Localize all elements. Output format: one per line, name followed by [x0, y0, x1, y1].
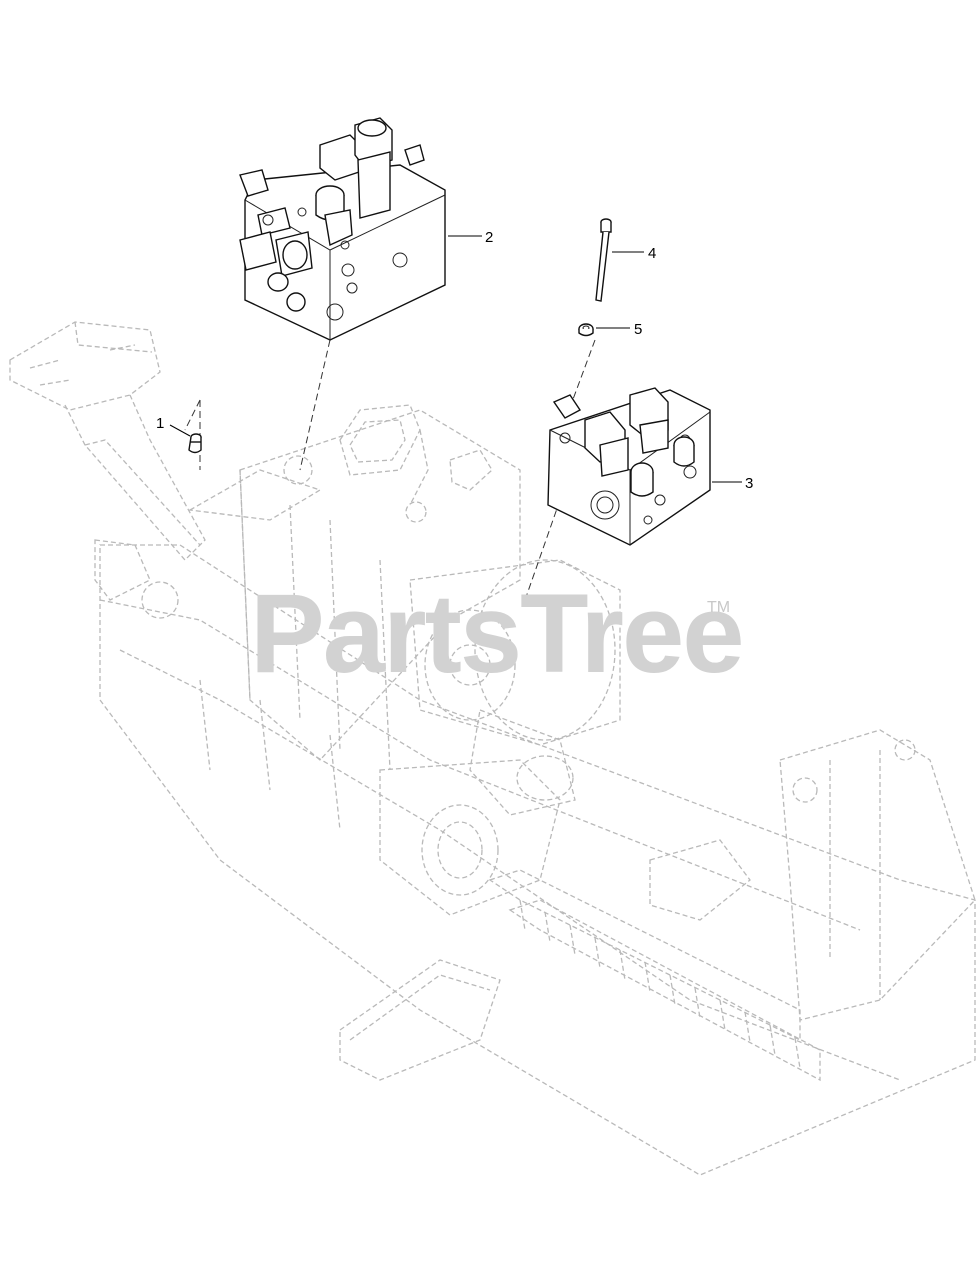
- frame-assembly: [9, 321, 976, 1176]
- callout-leaders: [169, 235, 742, 483]
- callout-1: 1: [156, 415, 164, 432]
- part-5-washer: [578, 323, 594, 337]
- part-1-fitting: [188, 433, 202, 454]
- callout-2: 2: [485, 229, 493, 246]
- part-2-valve-manifold: [239, 117, 446, 341]
- callout-4: 4: [648, 245, 656, 262]
- watermark-trademark: TM: [707, 599, 730, 616]
- callout-labels: 1 2 3 4 5: [156, 229, 753, 492]
- callout-3: 3: [745, 475, 753, 492]
- watermark: PartsTree TM: [250, 571, 745, 696]
- part-4-bolt: [595, 218, 612, 302]
- watermark-logo-text: PartsTree: [250, 571, 743, 696]
- assembly-lines: [184, 339, 596, 601]
- part-3-valve-manifold: [547, 387, 711, 546]
- callout-5: 5: [634, 321, 642, 338]
